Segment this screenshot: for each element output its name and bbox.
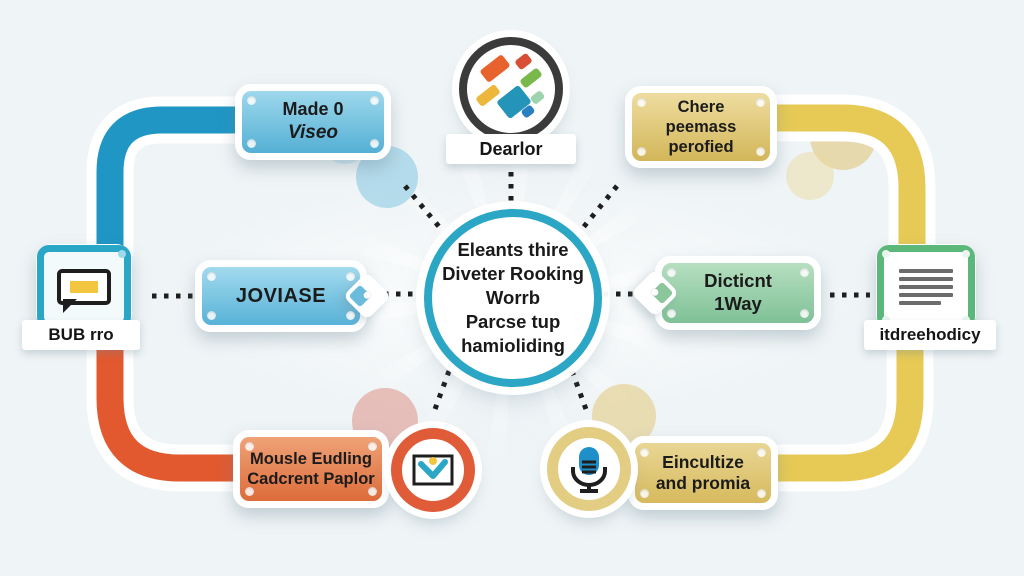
- decor-blob-gold-light: [786, 152, 834, 200]
- node-label-line: Viseo: [288, 122, 338, 144]
- image-check-icon: [391, 428, 475, 512]
- speech-bubble-icon: [37, 245, 131, 329]
- node-label-line: Dicticnt: [704, 270, 772, 292]
- right-icon-label: itdreehodicy: [864, 320, 996, 350]
- node-label-line: peemass: [665, 117, 737, 136]
- node-label-line: 1Way: [714, 293, 762, 314]
- node-label-line: JOVIASE: [235, 284, 327, 307]
- top-icon-label: Dearlor: [446, 134, 576, 164]
- puzzle-blocks-icon: [459, 37, 563, 141]
- node-label-line: Made 0: [282, 99, 344, 120]
- center-text-line: Worrb: [485, 286, 541, 308]
- microphone-icon: [547, 427, 631, 511]
- left-icon-card: [36, 244, 132, 330]
- left-icon-label: BUB rro: [22, 320, 140, 350]
- node-dicticnt-1way: Dicticnt 1Way: [630, 256, 821, 330]
- node-label-line: Mousle Eudling: [250, 449, 372, 468]
- node-label-line: and promia: [655, 473, 751, 493]
- node-made-viseo: Made 0 Viseo: [235, 84, 391, 160]
- document-lines-icon: [877, 245, 975, 329]
- node-label-line: Eincultize: [662, 451, 744, 472]
- node-label-line: perofied: [668, 138, 734, 157]
- right-icon-card: [876, 244, 976, 330]
- center-text-line: hamioliding: [461, 335, 565, 357]
- center-text-line: Eleants thire: [457, 238, 569, 260]
- node-label-line: Cadcrent Paplor: [247, 470, 375, 488]
- node-chere-peemass: Chere peemass perofied: [625, 86, 777, 168]
- node-joviase: JOVIASE: [195, 260, 392, 332]
- center-text-line: Diveter Rooking: [442, 262, 584, 284]
- node-eincultize: Eincultize and promia: [628, 436, 778, 510]
- node-label-line: Chere: [677, 97, 725, 116]
- center-hub: Eleants thire Diveter Rooking Worrb Parc…: [424, 209, 602, 387]
- node-mousle-eudling: Mousle Eudling Cadcrent Paplor: [233, 430, 389, 508]
- center-text-line: Parcse tup: [465, 311, 561, 333]
